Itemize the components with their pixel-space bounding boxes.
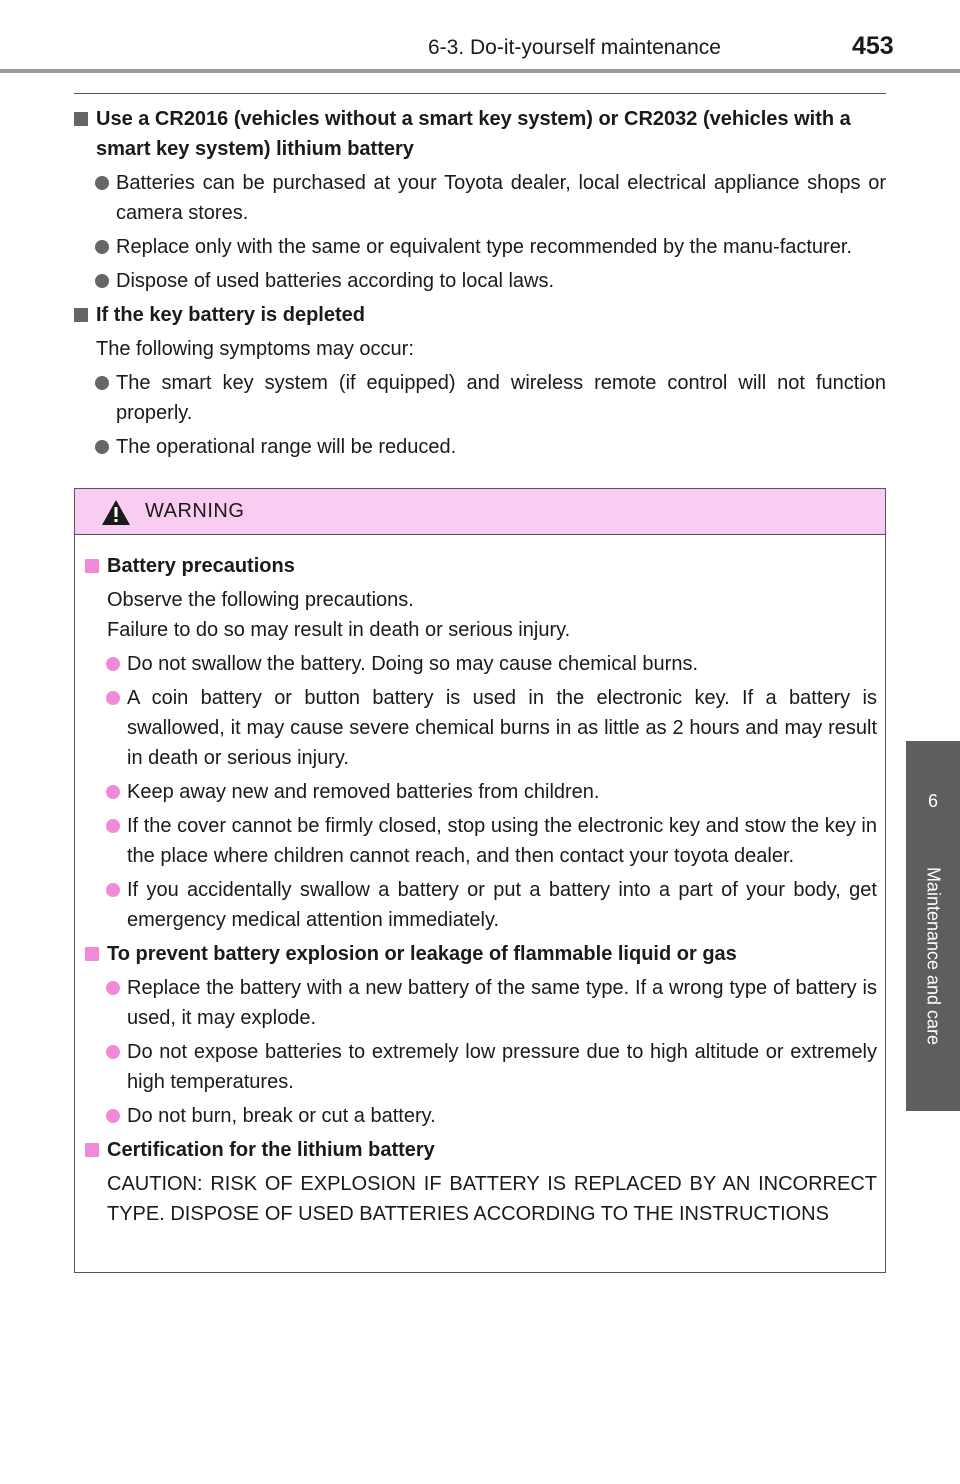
list-item-text: Dispose of used batteries according to l… <box>116 270 555 292</box>
warning-list-item-text: If the cover cannot be firmly closed, st… <box>127 815 877 867</box>
list-item-text: Batteries can be purchased at your Toyot… <box>116 172 886 224</box>
warning-section-heading: To prevent battery explosion or leakage … <box>85 939 877 969</box>
warning-list-item: Do not swallow the battery. Doing so may… <box>85 649 877 679</box>
list-item-text: The smart key system (if equipped) and w… <box>116 372 886 424</box>
warning-list-item-text: A coin battery or button battery is used… <box>127 687 877 769</box>
square-bullet-icon <box>74 112 88 126</box>
section-intro: The following symptoms may occur: <box>96 338 414 360</box>
warning-list-item: Do not expose batteries to extremely low… <box>85 1037 877 1097</box>
list-item: The smart key system (if equipped) and w… <box>74 368 886 428</box>
square-bullet-icon <box>85 559 99 573</box>
warning-list-item-text: Do not burn, break or cut a battery. <box>127 1105 436 1127</box>
warning-list-item: Replace the battery with a new battery o… <box>85 973 877 1033</box>
warning-list-item-text: Do not expose batteries to extremely low… <box>127 1041 877 1093</box>
round-bullet-icon <box>106 819 120 833</box>
warning-list-item: If the cover cannot be firmly closed, st… <box>85 811 877 871</box>
round-bullet-icon <box>95 440 109 454</box>
section-heading: Use a CR2016 (vehicles without a smart k… <box>74 104 886 164</box>
warning-list-item-text: Do not swallow the battery. Doing so may… <box>127 653 699 675</box>
page-number: 453 <box>852 32 894 60</box>
warning-list-item: If you accidentally swallow a battery or… <box>85 875 877 935</box>
list-item-text: Replace only with the same or equivalent… <box>116 236 852 258</box>
section-heading-text: If the key battery is depleted <box>96 304 365 326</box>
warning-section-heading-text: Certification for the lithium battery <box>107 1139 435 1161</box>
round-bullet-icon <box>106 785 120 799</box>
chapter-side-tab[interactable]: 6 Maintenance and care <box>906 741 960 1111</box>
warning-section-heading: Battery precautions <box>85 551 877 581</box>
certification-text: CAUTION: RISK OF EXPLOSION IF BATTERY IS… <box>107 1173 877 1225</box>
section-title: 6-3. Do-it-yourself maintenance <box>428 36 721 59</box>
warning-list-item-text: Keep away new and removed batteries from… <box>127 781 600 803</box>
warning-list-item-text: If you accidentally swallow a battery or… <box>127 879 877 931</box>
warning-list-item: A coin battery or button battery is used… <box>85 683 877 773</box>
round-bullet-icon <box>95 176 109 190</box>
warning-section-heading-text: To prevent battery explosion or leakage … <box>107 943 737 965</box>
round-bullet-icon <box>106 981 120 995</box>
list-item: The operational range will be reduced. <box>74 432 886 462</box>
warning-list-item-text: Replace the battery with a new battery o… <box>127 977 877 1029</box>
round-bullet-icon <box>106 1109 120 1123</box>
warning-triangle-icon <box>102 500 130 525</box>
round-bullet-icon <box>95 240 109 254</box>
list-item: Batteries can be purchased at your Toyot… <box>74 168 886 228</box>
list-item-text: The operational range will be reduced. <box>116 436 457 458</box>
section-heading: If the key battery is depleted <box>74 300 886 330</box>
warning-intro-line: Failure to do so may result in death or … <box>107 619 571 641</box>
round-bullet-icon <box>106 883 120 897</box>
chapter-label: Maintenance and care <box>923 866 944 1046</box>
round-bullet-icon <box>106 1045 120 1059</box>
content-rule <box>74 93 886 94</box>
list-item: Replace only with the same or equivalent… <box>74 232 886 262</box>
square-bullet-icon <box>85 947 99 961</box>
round-bullet-icon <box>95 274 109 288</box>
square-bullet-icon <box>74 308 88 322</box>
list-item: Dispose of used batteries according to l… <box>74 266 886 296</box>
square-bullet-icon <box>85 1143 99 1157</box>
warning-body: Battery precautions Observe the followin… <box>85 551 877 1229</box>
warning-section-heading: Certification for the lithium battery <box>85 1135 877 1165</box>
warning-title: WARNING <box>145 500 245 522</box>
warning-box: WARNING Battery precautions Observe the … <box>74 488 886 1273</box>
round-bullet-icon <box>106 657 120 671</box>
round-bullet-icon <box>106 691 120 705</box>
warning-intro-line: Observe the following precautions. <box>107 589 414 611</box>
header-rule <box>0 69 960 73</box>
warning-header: WARNING <box>75 489 885 535</box>
warning-list-item: Do not burn, break or cut a battery. <box>85 1101 877 1131</box>
chapter-number: 6 <box>927 791 938 811</box>
round-bullet-icon <box>95 376 109 390</box>
main-content: Use a CR2016 (vehicles without a smart k… <box>74 104 886 466</box>
warning-list-item: Keep away new and removed batteries from… <box>85 777 877 807</box>
section-heading-text: Use a CR2016 (vehicles without a smart k… <box>96 108 851 160</box>
warning-section-heading-text: Battery precautions <box>107 555 295 577</box>
